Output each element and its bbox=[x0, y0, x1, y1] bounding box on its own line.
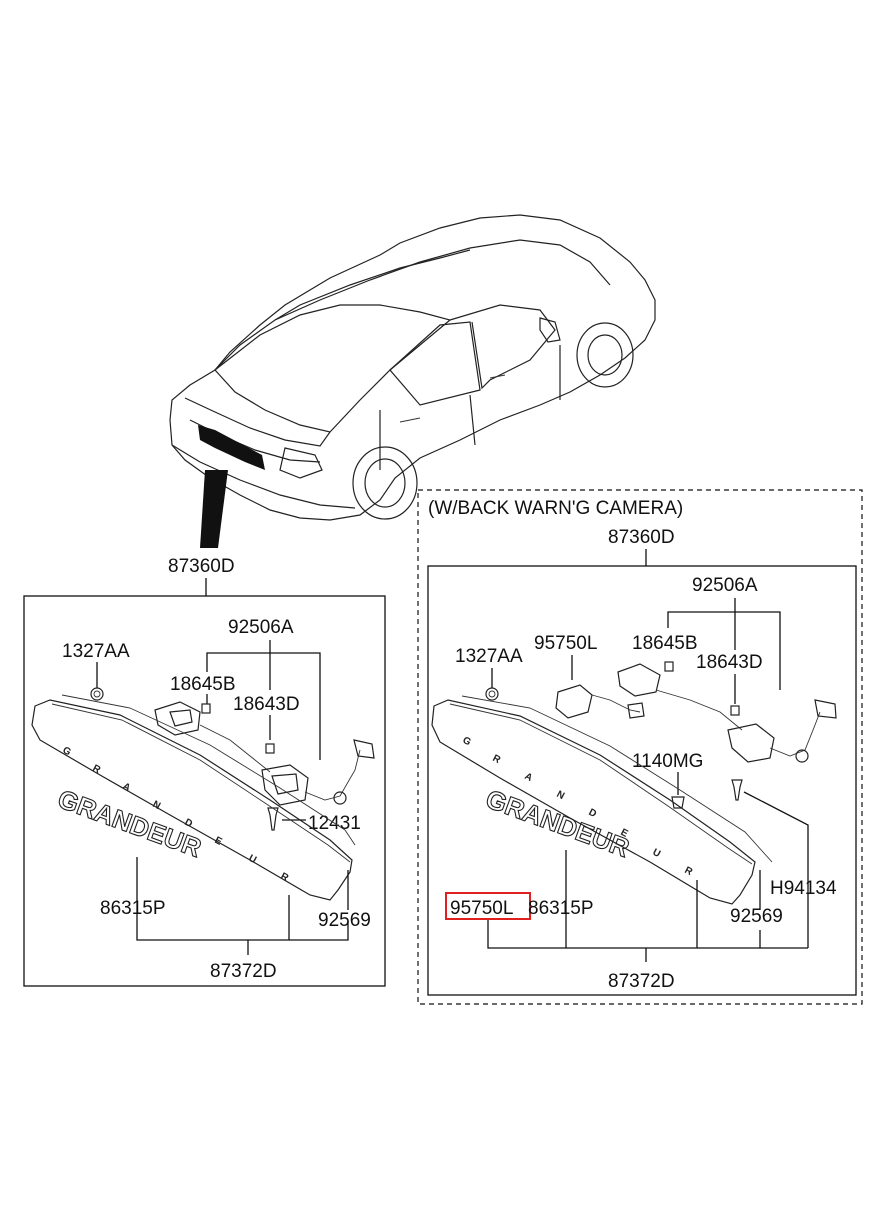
highlight-box-95750l bbox=[445, 892, 531, 920]
svg-text:R: R bbox=[91, 763, 103, 776]
svg-text:E: E bbox=[213, 835, 224, 848]
right-label-92569: 92569 bbox=[730, 906, 783, 927]
left-screw-12431 bbox=[267, 807, 279, 831]
left-license-lamp-1 bbox=[154, 701, 201, 736]
right-garnish-strip bbox=[431, 699, 756, 905]
right-label-1140mg: 1140MG bbox=[632, 751, 703, 772]
right-label-18645b: 18645B bbox=[632, 633, 698, 654]
right-label-h94134: H94134 bbox=[770, 878, 837, 899]
right-label-1327aa: 1327AA bbox=[455, 646, 523, 667]
right-label-87372d: 87372D bbox=[608, 971, 675, 992]
svg-text:E: E bbox=[619, 827, 630, 840]
right-panel-header: (W/BACK WARN'G CAMERA) bbox=[428, 498, 683, 519]
svg-text:R: R bbox=[491, 753, 503, 766]
right-label-87360d: 87360D bbox=[608, 527, 675, 548]
left-clip-1327aa bbox=[90, 687, 104, 701]
right-clip-1327aa bbox=[485, 687, 499, 701]
left-emblem-86315p: GRANDEUR bbox=[54, 783, 206, 863]
svg-text:N: N bbox=[555, 789, 567, 802]
left-connector bbox=[353, 739, 375, 759]
svg-text:D: D bbox=[183, 817, 195, 830]
svg-text:G: G bbox=[461, 735, 473, 748]
right-label-92506a: 92506A bbox=[692, 575, 758, 596]
right-connector bbox=[814, 699, 837, 719]
svg-text:A: A bbox=[523, 771, 535, 784]
left-label-92569: 92569 bbox=[318, 910, 371, 931]
car-illustration bbox=[169, 214, 656, 548]
right-panel-frame bbox=[427, 565, 857, 996]
right-label-95750l-camera: 95750L bbox=[534, 633, 597, 654]
left-panel: 1327AA 92506A 18645B 18643D 12431 G R bbox=[31, 617, 375, 982]
right-screw bbox=[731, 779, 743, 801]
right-license-lamp-1 bbox=[617, 663, 661, 697]
svg-text:N: N bbox=[151, 799, 163, 812]
right-back-camera-95750l bbox=[555, 684, 593, 719]
left-label-87372d: 87372D bbox=[210, 961, 277, 982]
left-label-86315p: 86315P bbox=[100, 898, 166, 919]
right-label-95750l-highlighted: 95750L bbox=[450, 898, 513, 919]
svg-text:R: R bbox=[683, 865, 695, 878]
svg-text:U: U bbox=[651, 847, 663, 860]
left-label-92506a: 92506A bbox=[228, 617, 294, 638]
left-label-18645b: 18645B bbox=[170, 674, 236, 695]
left-panel-frame bbox=[23, 595, 386, 987]
svg-text:D: D bbox=[587, 807, 599, 820]
right-panel-dashed-frame bbox=[417, 489, 863, 1005]
right-panel: 92506A 95750L 18645B 1327AA 18643D 1140M… bbox=[431, 575, 837, 992]
left-label-1327aa: 1327AA bbox=[62, 641, 130, 662]
left-garnish-strip bbox=[31, 699, 353, 901]
svg-text:G: G bbox=[61, 745, 73, 758]
right-label-18643d: 18643D bbox=[696, 652, 763, 673]
car-callout-label: 87360D bbox=[168, 556, 235, 577]
svg-text:A: A bbox=[121, 781, 133, 794]
svg-text:U: U bbox=[247, 853, 259, 866]
callout-pointer bbox=[200, 470, 228, 548]
right-license-lamp-2 bbox=[727, 723, 775, 763]
left-license-lamp-2 bbox=[261, 764, 309, 806]
right-label-86315p: 86315P bbox=[528, 898, 594, 919]
left-label-18643d: 18643D bbox=[233, 694, 300, 715]
